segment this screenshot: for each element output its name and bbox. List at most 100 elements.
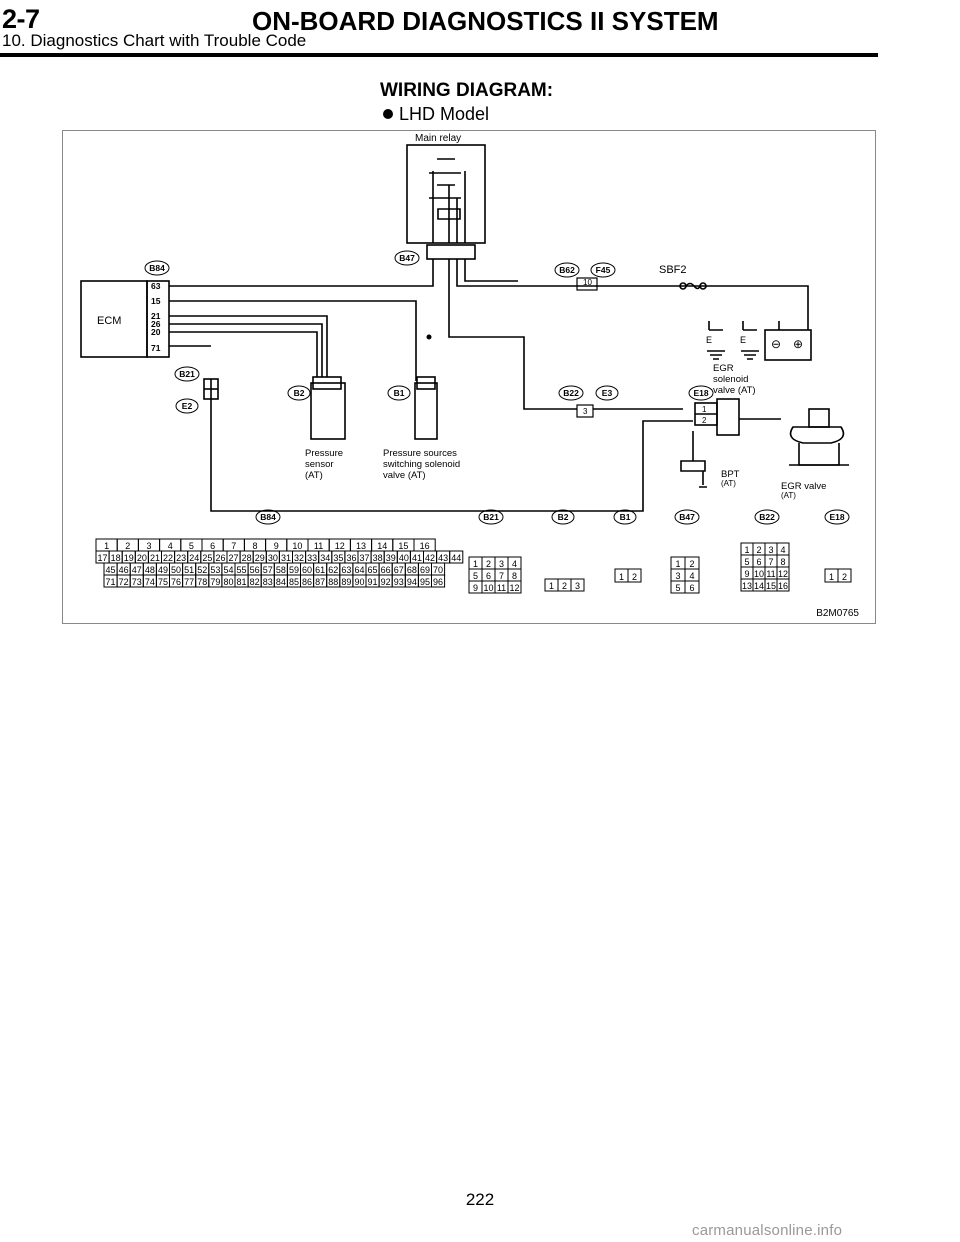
wiring-diagram-figure: ECM 63 15 21 26 20 71 Main relay SBF2 E … bbox=[62, 130, 876, 624]
b22-face-pin: 12 bbox=[778, 569, 788, 579]
b84-face-pin: 4 bbox=[168, 541, 173, 551]
b21-face-pin: 1 bbox=[473, 559, 478, 569]
b22-face-pin: 11 bbox=[766, 569, 775, 579]
face-tag-b21: B21 bbox=[483, 512, 499, 522]
b84-face-pin: 35 bbox=[333, 553, 343, 563]
b84-face-pin: 43 bbox=[438, 553, 448, 563]
b22-face-pin: 16 bbox=[778, 581, 788, 591]
b84-face-pin: 65 bbox=[368, 565, 378, 575]
b84-face-pin: 73 bbox=[132, 577, 142, 587]
egr-valve-label-1: EGR valve bbox=[781, 481, 826, 492]
b21-face-pin: 8 bbox=[512, 571, 517, 581]
b84-face-pin: 89 bbox=[341, 577, 351, 587]
b47-face-pin: 6 bbox=[689, 583, 694, 593]
b84-face-pin: 23 bbox=[176, 553, 186, 563]
b84-face-pin: 47 bbox=[132, 565, 142, 575]
b84-face-pin: 92 bbox=[381, 577, 391, 587]
b84-face-pin: 61 bbox=[315, 565, 325, 575]
b84-face-pin: 85 bbox=[289, 577, 299, 587]
b84-face-pin: 94 bbox=[407, 577, 417, 587]
b84-face-pin: 56 bbox=[250, 565, 260, 575]
f45-pin-10: 10 bbox=[583, 278, 592, 287]
ecm-pin-71: 71 bbox=[151, 343, 161, 353]
subsection-title: 10. Diagnostics Chart with Trouble Code bbox=[2, 31, 307, 50]
b84-face-pin: 21 bbox=[150, 553, 160, 563]
egr-solenoid-body bbox=[716, 398, 740, 436]
b84-face-pin: 5 bbox=[189, 541, 194, 551]
b84-face-pin: 18 bbox=[111, 553, 121, 563]
b84-face-pin: 95 bbox=[420, 577, 430, 587]
face-tag-b84: B84 bbox=[260, 512, 276, 522]
face-tag-e18: E18 bbox=[829, 512, 844, 522]
connector-f45-tag: F45 bbox=[596, 265, 611, 275]
b84-face-pin: 71 bbox=[106, 577, 116, 587]
b84-face-pin: 22 bbox=[163, 553, 173, 563]
b22-face-pin: 5 bbox=[744, 557, 749, 567]
watermark: carmanualsonline.info bbox=[692, 1222, 843, 1239]
b84-face-pin: 3 bbox=[146, 541, 151, 551]
b84-face-pin: 87 bbox=[315, 577, 325, 587]
b84-face-pin: 27 bbox=[229, 553, 239, 563]
figure-code: B2M0765 bbox=[816, 608, 859, 619]
b1-face-cell bbox=[627, 568, 642, 583]
e18-pin-1: 1 bbox=[702, 405, 707, 414]
b84-face-pin: 38 bbox=[373, 553, 383, 563]
ecm-pin-15: 15 bbox=[151, 296, 161, 306]
face-tag-b1: B1 bbox=[620, 512, 631, 522]
b22-face-pin: 6 bbox=[756, 557, 761, 567]
b21-face-pin: 9 bbox=[473, 583, 478, 593]
battery-box bbox=[764, 329, 812, 361]
b84-face-pin: 72 bbox=[119, 577, 129, 587]
b22-face-pin: 8 bbox=[780, 557, 785, 567]
b84-face-pin: 62 bbox=[328, 565, 338, 575]
main-relay-label: Main relay bbox=[415, 133, 461, 144]
b84-face-pin: 48 bbox=[145, 565, 155, 575]
b84-face-pin: 69 bbox=[420, 565, 430, 575]
page-header: 2-7 ON-BOARD DIAGNOSTICS II SYSTEM 10. D… bbox=[0, 0, 960, 60]
b84-face-pin: 74 bbox=[145, 577, 155, 587]
pressure-sensor-label-3: (AT) bbox=[305, 470, 323, 481]
b84-face-pin: 7 bbox=[231, 541, 236, 551]
b84-face-pin: 19 bbox=[124, 553, 134, 563]
b84-face-pin: 81 bbox=[237, 577, 247, 587]
b84-face-pin: 66 bbox=[381, 565, 391, 575]
b84-face-pin: 79 bbox=[210, 577, 220, 587]
sbf2-label: SBF2 bbox=[659, 264, 687, 276]
b84-face-pin: 51 bbox=[184, 565, 194, 575]
b84-face-pin: 49 bbox=[158, 565, 168, 575]
e3-pin-3: 3 bbox=[583, 407, 588, 416]
face-tag-b2: B2 bbox=[558, 512, 569, 522]
b84-face-pin: 40 bbox=[399, 553, 409, 563]
b84-face-pin: 15 bbox=[398, 541, 408, 551]
b22-face-pin: 14 bbox=[754, 581, 764, 591]
b21-face-pin: 11 bbox=[497, 583, 506, 593]
b84-face-pin: 9 bbox=[274, 541, 279, 551]
b84-face-pin: 75 bbox=[158, 577, 168, 587]
b84-face-pin: 76 bbox=[171, 577, 181, 587]
section-number: 2-7 bbox=[2, 4, 40, 34]
b84-face-pin: 52 bbox=[197, 565, 207, 575]
ecm-pin-20: 20 bbox=[151, 327, 161, 337]
b21-face-pin: 7 bbox=[499, 571, 504, 581]
b47-face-pin: 3 bbox=[675, 571, 680, 581]
b84-face-pin: 32 bbox=[294, 553, 304, 563]
b84-face-pin: 68 bbox=[407, 565, 417, 575]
b22-face-pin: 1 bbox=[744, 545, 749, 555]
b84-face-pin: 12 bbox=[335, 541, 345, 551]
b84-face-pin: 64 bbox=[354, 565, 364, 575]
b22-face-pin: 7 bbox=[768, 557, 773, 567]
b84-face-pin: 83 bbox=[263, 577, 273, 587]
b21-face-pin: 6 bbox=[486, 571, 491, 581]
battery-negative-icon: ⊖ bbox=[771, 337, 781, 351]
connector-b2-tag: B2 bbox=[294, 388, 305, 398]
b84-face-cell bbox=[431, 574, 446, 588]
main-relay-coil bbox=[437, 208, 461, 220]
b84-face-pin: 50 bbox=[171, 565, 181, 575]
b21-face-pin: 5 bbox=[473, 571, 478, 581]
b84-face-pin: 16 bbox=[420, 541, 430, 551]
b84-face-pin: 13 bbox=[356, 541, 366, 551]
b21-face-pin: 12 bbox=[509, 583, 519, 593]
b84-face-pin: 77 bbox=[184, 577, 194, 587]
connector-e3-tag: E3 bbox=[602, 388, 613, 398]
main-relay-contacts bbox=[429, 158, 461, 199]
